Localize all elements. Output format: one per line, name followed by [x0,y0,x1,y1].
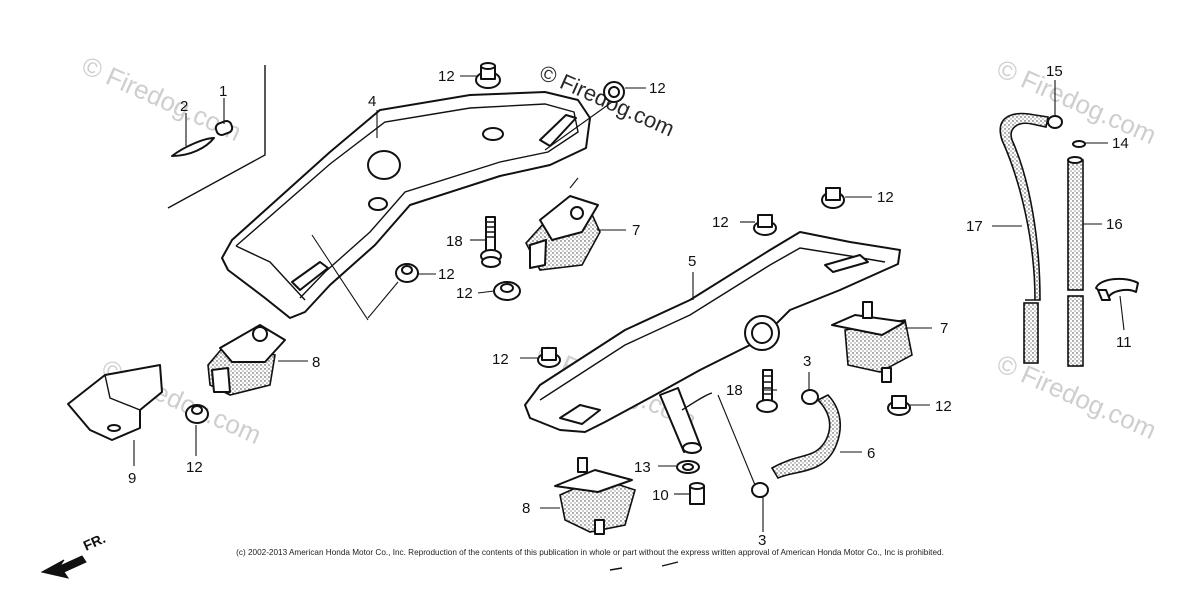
callout-3: 3 [803,353,811,370]
callout-17: 17 [966,218,983,235]
callout-4: 4 [368,93,376,110]
callout-5: 5 [688,253,696,270]
part-8-left-mount [207,324,286,396]
copyright-notice: (c) 2002-2013 American Honda Motor Co., … [236,548,944,557]
nut-12-frame-b [821,187,845,209]
part-9-bracket [67,364,163,441]
part-15-clip [1047,115,1063,129]
callout-leaders [133,75,1125,532]
callout-1: 1 [219,83,227,100]
callout-12: 12 [877,189,894,206]
washer-13 [676,460,700,474]
callout-14: 14 [1112,135,1129,152]
part-2-strap [171,137,215,157]
nut-12-frame-c [537,347,561,368]
leader-line [544,101,613,151]
callout-11: 11 [1116,334,1132,351]
part-4-upper-plate [221,91,591,321]
frame-corner-line [167,65,266,209]
callout-12: 12 [186,459,203,476]
bolt-18-upper [480,216,502,268]
leader-line [367,281,399,319]
part-16-tube [1067,156,1084,367]
nut-12-top-right [603,81,625,103]
callout-6: 6 [867,445,875,462]
callout-18: 18 [726,382,743,399]
callout-18: 18 [446,233,463,250]
callout-12: 12 [492,351,509,368]
part-8-bottom-mount [554,457,636,535]
callout-12: 12 [456,285,473,302]
callout-7: 7 [940,320,948,337]
callout-12: 12 [438,266,455,283]
leader-line [569,177,579,189]
callout-10: 10 [652,487,669,504]
callout-8: 8 [522,500,530,517]
callout-2: 2 [180,98,188,115]
part-7-upper-mount [525,195,601,271]
callout-15: 15 [1046,63,1063,80]
cutoff-mark [609,561,679,571]
callout-labels: 1 2 4 12 12 7 18 12 12 8 9 12 5 12 12 12… [128,63,1132,549]
part-14-clip [1072,140,1086,148]
callout-12: 12 [712,214,729,231]
nut-12-frame-d [887,395,911,416]
part-7-right-mount [831,301,913,383]
callout-13: 13 [634,459,651,476]
bolt-18-lower [756,369,778,413]
callout-8: 8 [312,354,320,371]
nut-12-mid [395,263,419,283]
callout-16: 16 [1106,216,1123,233]
part-17-tube [999,112,1049,364]
nut-12-bottom-left [185,404,209,424]
nut-12-frame-a [753,214,777,236]
part-11-clamp [1095,277,1139,301]
nut-10 [689,482,705,505]
callout-12: 12 [438,68,455,85]
nut-12-top [475,62,501,89]
callout-12: 12 [935,398,952,415]
callout-12: 12 [649,80,666,97]
callout-7: 7 [632,222,640,239]
nut-12-mid-low [493,281,521,301]
callout-3: 3 [758,532,766,549]
part-1-clip [214,120,234,136]
part-5-lower-frame [524,231,901,454]
part-6-hose [717,389,841,498]
watermark-faint: © Firedog.com [993,53,1161,150]
callout-9: 9 [128,470,136,487]
